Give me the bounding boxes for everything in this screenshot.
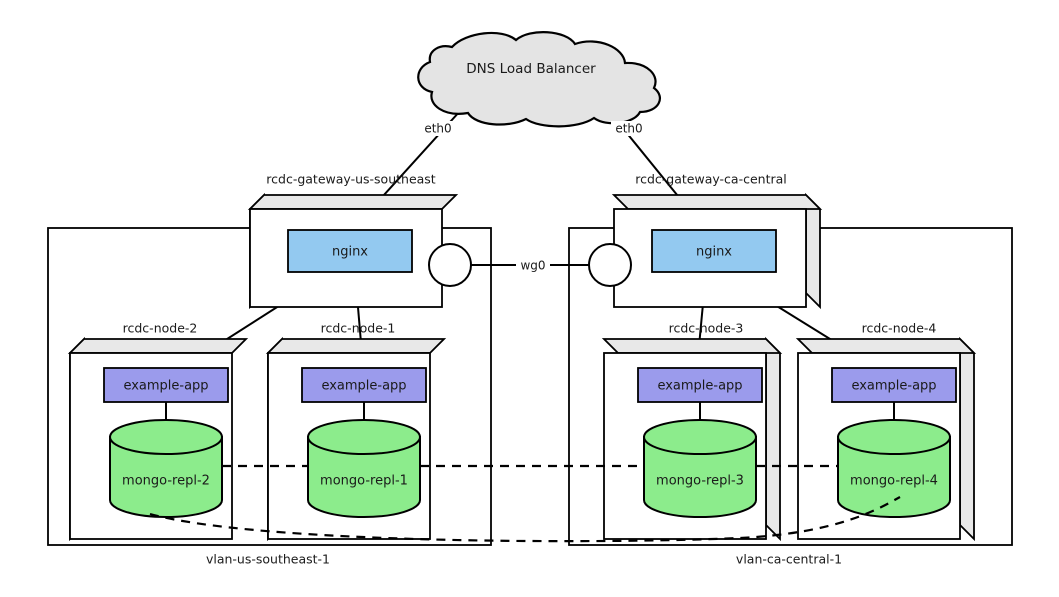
node-4-label: rcdc-node-4	[862, 321, 937, 336]
node-2-db-cylinder[interactable]	[109, 419, 223, 518]
nginx-right-box[interactable]	[651, 229, 777, 273]
node-3-app-label: example-app	[657, 379, 742, 394]
node-3-app-box[interactable]	[637, 367, 763, 403]
node-4-db-cylinder[interactable]	[837, 419, 951, 518]
node-2-label: rcdc-node-2	[123, 321, 198, 336]
gateway-us-southeast[interactable]: rcdc-gateway-us-southeast nginx	[247, 172, 459, 310]
node-1-db-label: mongo-repl-1	[320, 474, 408, 489]
node-4-db-label: mongo-repl-4	[850, 474, 938, 489]
gateway-ca-central[interactable]: rcdc-gateway-ca-central nginx	[611, 172, 823, 310]
node-3-side-face	[765, 336, 781, 542]
node-1-top-face	[265, 338, 447, 354]
nginx-left-label: nginx	[332, 245, 368, 260]
node-2-app-label: example-app	[123, 379, 208, 394]
node-rcdc-node-2[interactable]: rcdc-node-2 example-app mongo-repl-2	[67, 321, 249, 542]
gateway-right-side-face	[805, 192, 821, 310]
node-2-app-box[interactable]	[103, 367, 229, 403]
node-3-db-cylinder[interactable]	[643, 419, 757, 518]
eth0-right-label: eth0	[615, 122, 642, 136]
nginx-left-box[interactable]	[287, 229, 413, 273]
eth0-left-label: eth0	[424, 122, 451, 136]
gateway-us-southeast-label: rcdc-gateway-us-southeast	[266, 172, 436, 187]
node-3-db-label: mongo-repl-3	[656, 474, 744, 489]
node-1-db-cylinder[interactable]	[307, 419, 421, 518]
wg0-interface-right-circle[interactable]	[588, 243, 632, 287]
gateway-right-top-face	[611, 194, 823, 210]
node-3-label: rcdc-node-3	[669, 321, 744, 336]
node-3-top-face	[601, 338, 783, 354]
vlan-ca-central-label: vlan-ca-central-1	[736, 552, 842, 567]
node-1-label: rcdc-node-1	[321, 321, 396, 336]
node-4-top-face	[795, 338, 977, 354]
node-4-app-label: example-app	[851, 379, 936, 394]
replication-link-repl2-repl4-long	[149, 496, 901, 543]
gateway-left-top-face	[247, 194, 459, 210]
wg0-label-group: wg0	[516, 257, 550, 273]
eth0-right-label-group: eth0	[611, 121, 647, 136]
node-2-top-face	[67, 338, 249, 354]
node-rcdc-node-3[interactable]: rcdc-node-3 example-app mongo-repl-3	[601, 321, 783, 542]
node-1-app-label: example-app	[321, 379, 406, 394]
cloud-label: DNS Load Balancer	[466, 61, 596, 77]
node-2-db-label: mongo-repl-2	[122, 474, 210, 489]
node-4-side-face	[959, 336, 975, 542]
eth0-left-label-group: eth0	[420, 121, 456, 136]
vlan-us-southeast-label: vlan-us-southeast-1	[206, 552, 330, 567]
node-rcdc-node-1[interactable]: rcdc-node-1 example-app mongo-repl-1	[265, 321, 447, 542]
wg0-interface-left-circle[interactable]	[428, 243, 472, 287]
node-4-app-box[interactable]	[831, 367, 957, 403]
node-1-app-box[interactable]	[301, 367, 427, 403]
dns-load-balancer-cloud: DNS Load Balancer	[417, 31, 661, 128]
gateway-ca-central-label: rcdc-gateway-ca-central	[635, 172, 787, 187]
nginx-right-label: nginx	[696, 245, 732, 260]
node-rcdc-node-4[interactable]: rcdc-node-4 example-app mongo-repl-4	[795, 321, 977, 542]
wg0-label: wg0	[520, 259, 545, 273]
